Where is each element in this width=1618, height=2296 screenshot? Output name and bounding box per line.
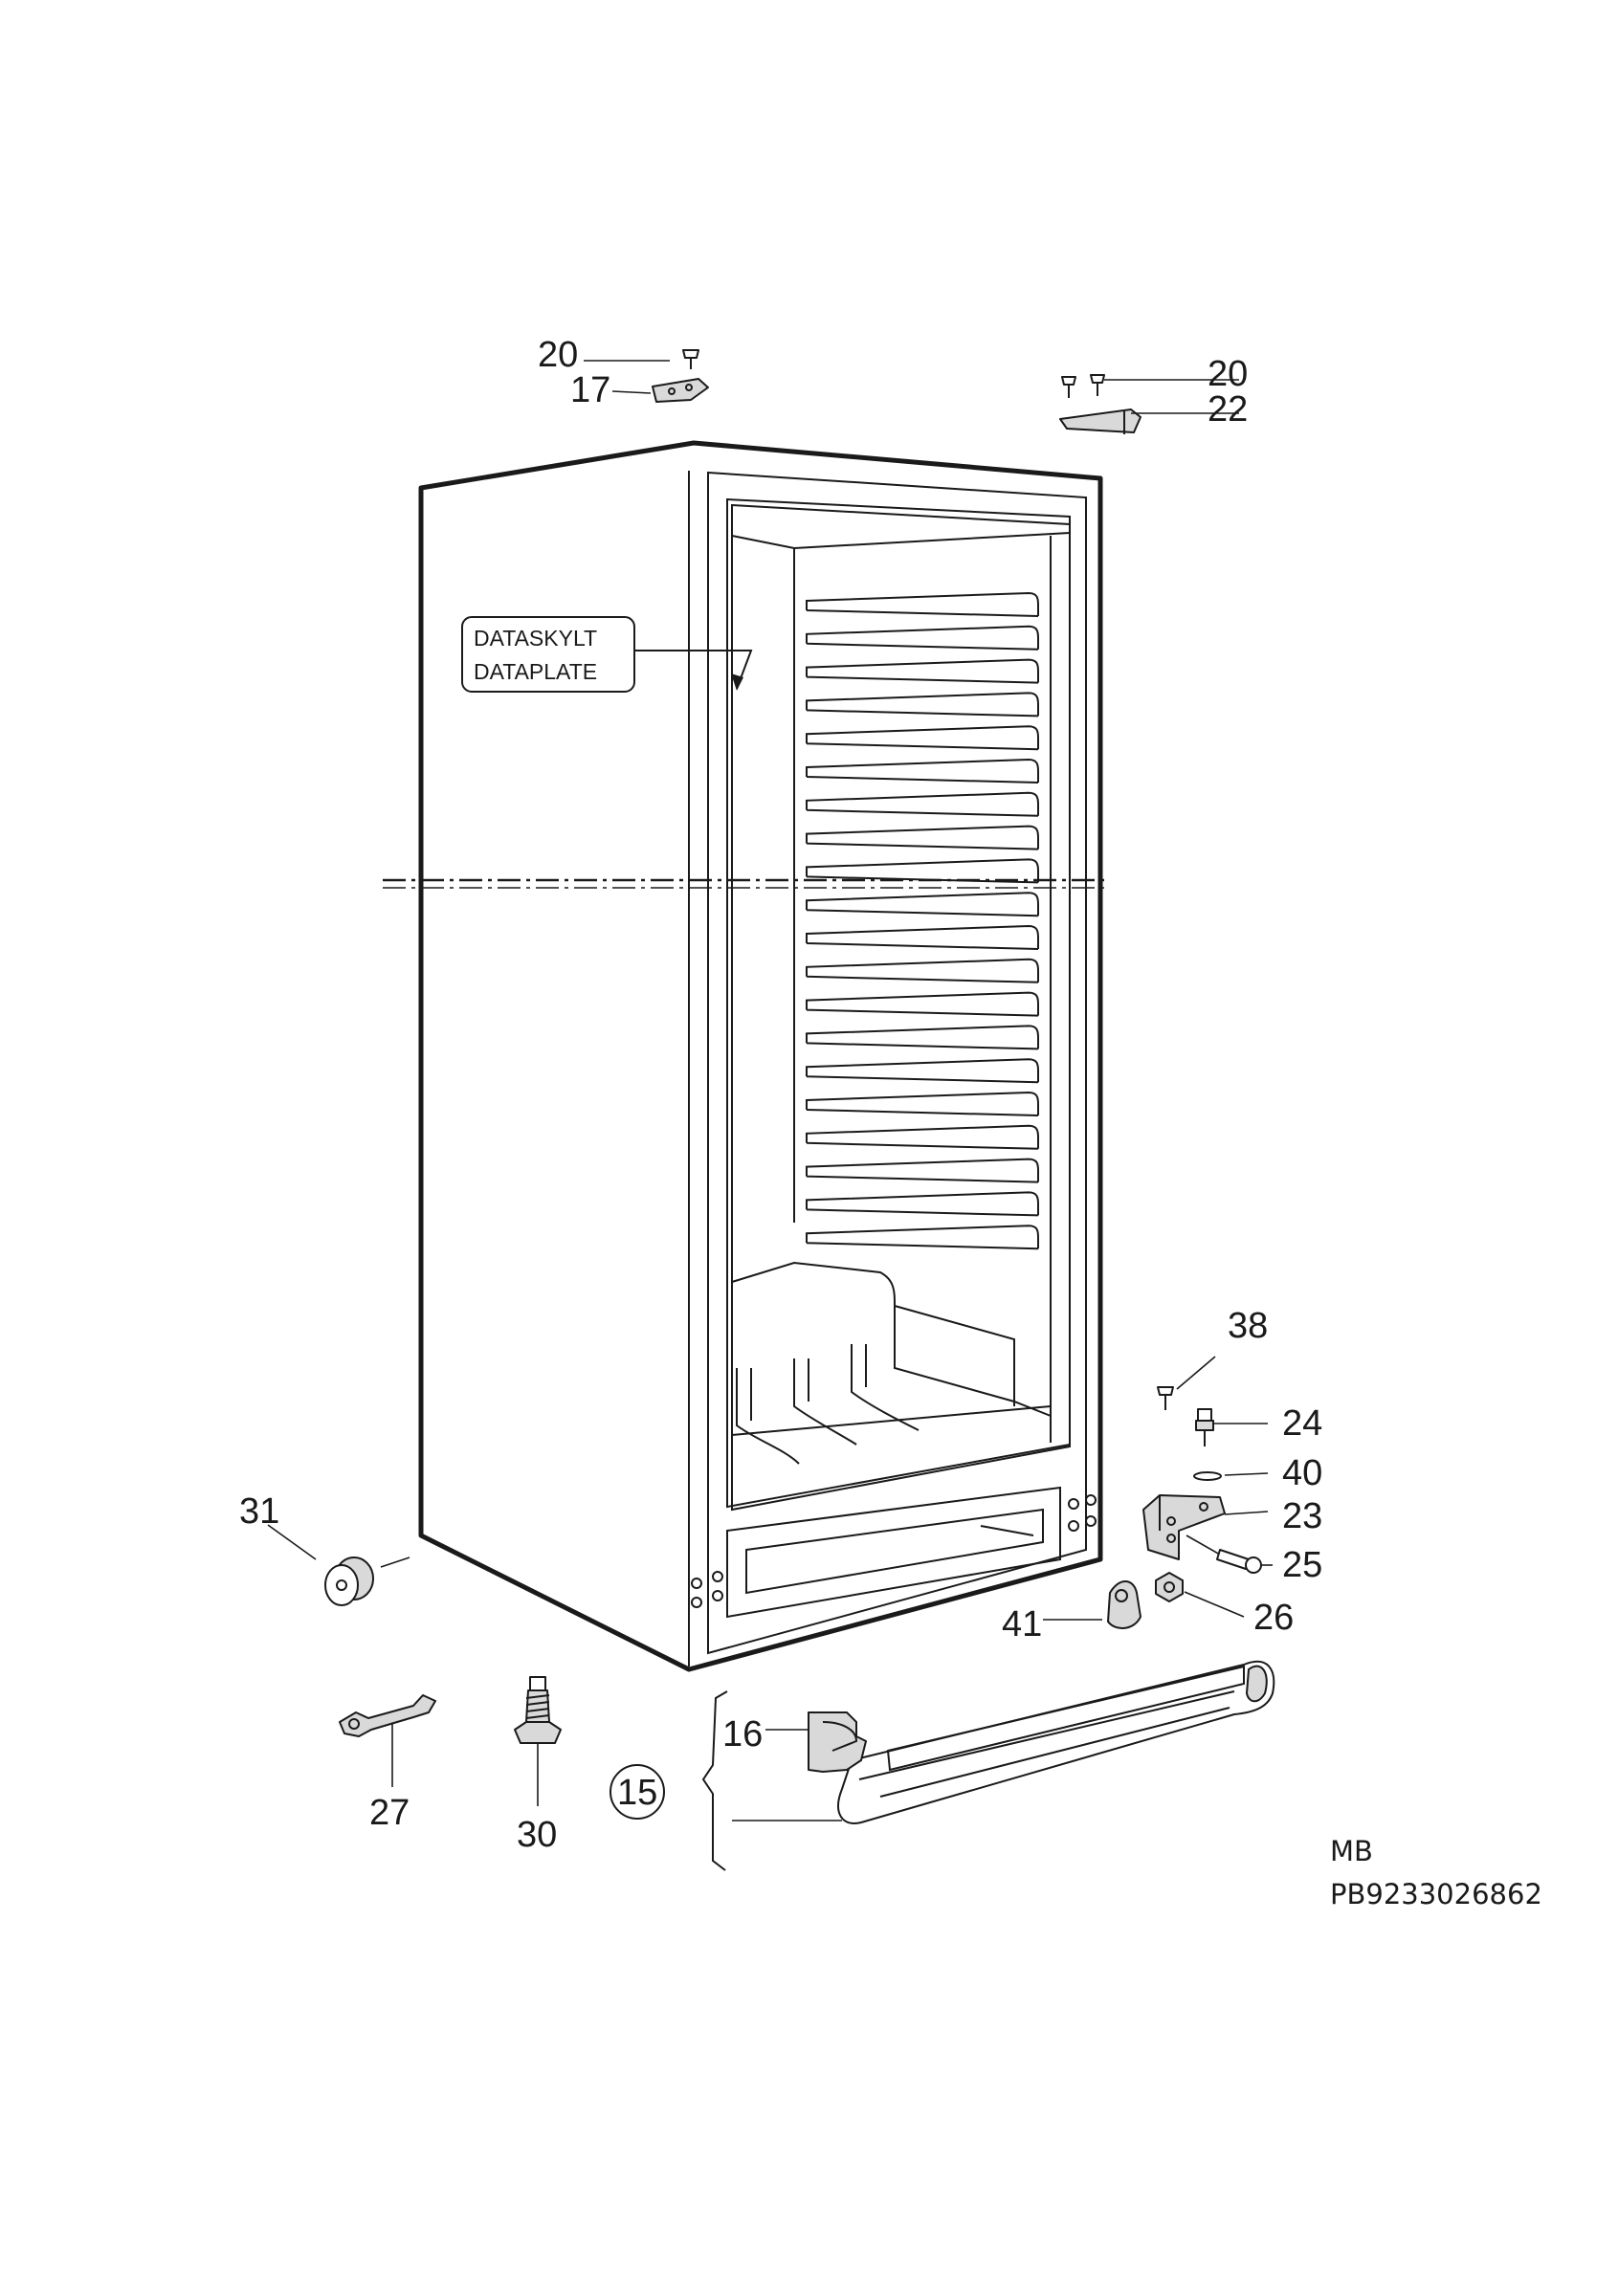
part-41-door-stop: 41 [1002, 1580, 1141, 1645]
shelf-rail [806, 791, 1039, 817]
shelf-rail [806, 625, 1039, 651]
shelf-rail [806, 725, 1039, 751]
callout-22: 22 [1208, 389, 1248, 430]
cabinet [418, 440, 1103, 1672]
callout-40: 40 [1282, 1453, 1322, 1493]
shelf-rail [806, 658, 1039, 684]
data-plate-line2: DATAPLATE [474, 659, 597, 684]
shelf-rail [806, 1191, 1039, 1217]
callout-26: 26 [1253, 1598, 1294, 1638]
front-frame [707, 471, 1087, 1655]
shelf-rail [806, 1225, 1039, 1250]
footer-code: MB [1330, 1835, 1373, 1867]
shelf-rail [806, 1158, 1039, 1183]
part-17-top-hinge-cover: 17 [570, 370, 709, 410]
callout-38: 38 [1228, 1306, 1268, 1346]
part-23-bottom-hinge: 23 [1142, 1494, 1322, 1560]
part-16-shelf-end-cap: 16 [722, 1711, 867, 1773]
callout-15: 15 [617, 1773, 657, 1813]
diagram-footer: MB PB9233026862 [1330, 1835, 1542, 1910]
shelf-rail [806, 1025, 1039, 1050]
crisper-compartment [726, 1486, 1061, 1619]
part-38-screw: 38 [1157, 1306, 1268, 1410]
bottom-wire-shelf [731, 1261, 1052, 1436]
part-26-nut: 26 [1155, 1572, 1294, 1638]
callout-23: 23 [1282, 1496, 1322, 1536]
footer-part-number: PB9233026862 [1330, 1878, 1542, 1910]
callout-17: 17 [570, 370, 610, 410]
callout-41: 41 [1002, 1604, 1042, 1645]
part-20-screws-top-right: 20 [1061, 354, 1248, 398]
part-27-wrench: 27 [339, 1694, 436, 1833]
shelf-rail [806, 892, 1039, 917]
part-15-door-balcony-shelf: 15 [610, 1660, 1275, 1871]
callout-24: 24 [1282, 1403, 1322, 1444]
part-31-rubber-foot: 31 [239, 1491, 410, 1606]
callout-20a: 20 [538, 335, 578, 375]
part-40-washer: 40 [1193, 1453, 1322, 1493]
part-24-hinge-pin: 24 [1195, 1403, 1322, 1446]
part-20-screw-top-left: 20 [538, 335, 699, 375]
inner-liner [731, 503, 1071, 1512]
callout-25: 25 [1282, 1545, 1322, 1585]
shelf-rail [806, 591, 1039, 617]
shelf-rail [806, 991, 1039, 1017]
callout-16: 16 [722, 1714, 763, 1755]
callout-30: 30 [517, 1815, 557, 1855]
shelf-rail [806, 1091, 1039, 1116]
callout-27: 27 [369, 1793, 410, 1833]
callout-20b: 20 [1208, 354, 1248, 394]
data-plate-callout: DATASKYLT DATAPLATE [461, 616, 753, 693]
shelf-rails [806, 591, 1039, 1250]
shelf-rail [806, 958, 1039, 983]
callout-31: 31 [239, 1491, 279, 1532]
shelf-rail [806, 1058, 1039, 1084]
data-plate-line1: DATASKYLT [474, 626, 597, 651]
shelf-rail [806, 825, 1039, 850]
shelf-rail [806, 758, 1039, 784]
part-30-leveling-foot: 30 [514, 1676, 562, 1855]
part-25-bolt: 25 [1186, 1534, 1322, 1585]
shelf-rail [806, 1124, 1039, 1150]
balcony-shelf-body [837, 1660, 1275, 1824]
shelf-rail [806, 924, 1039, 950]
part-22-top-hinge: 22 [1059, 389, 1248, 434]
shelf-rail [806, 692, 1039, 718]
cabinet-outline [418, 440, 1103, 1672]
